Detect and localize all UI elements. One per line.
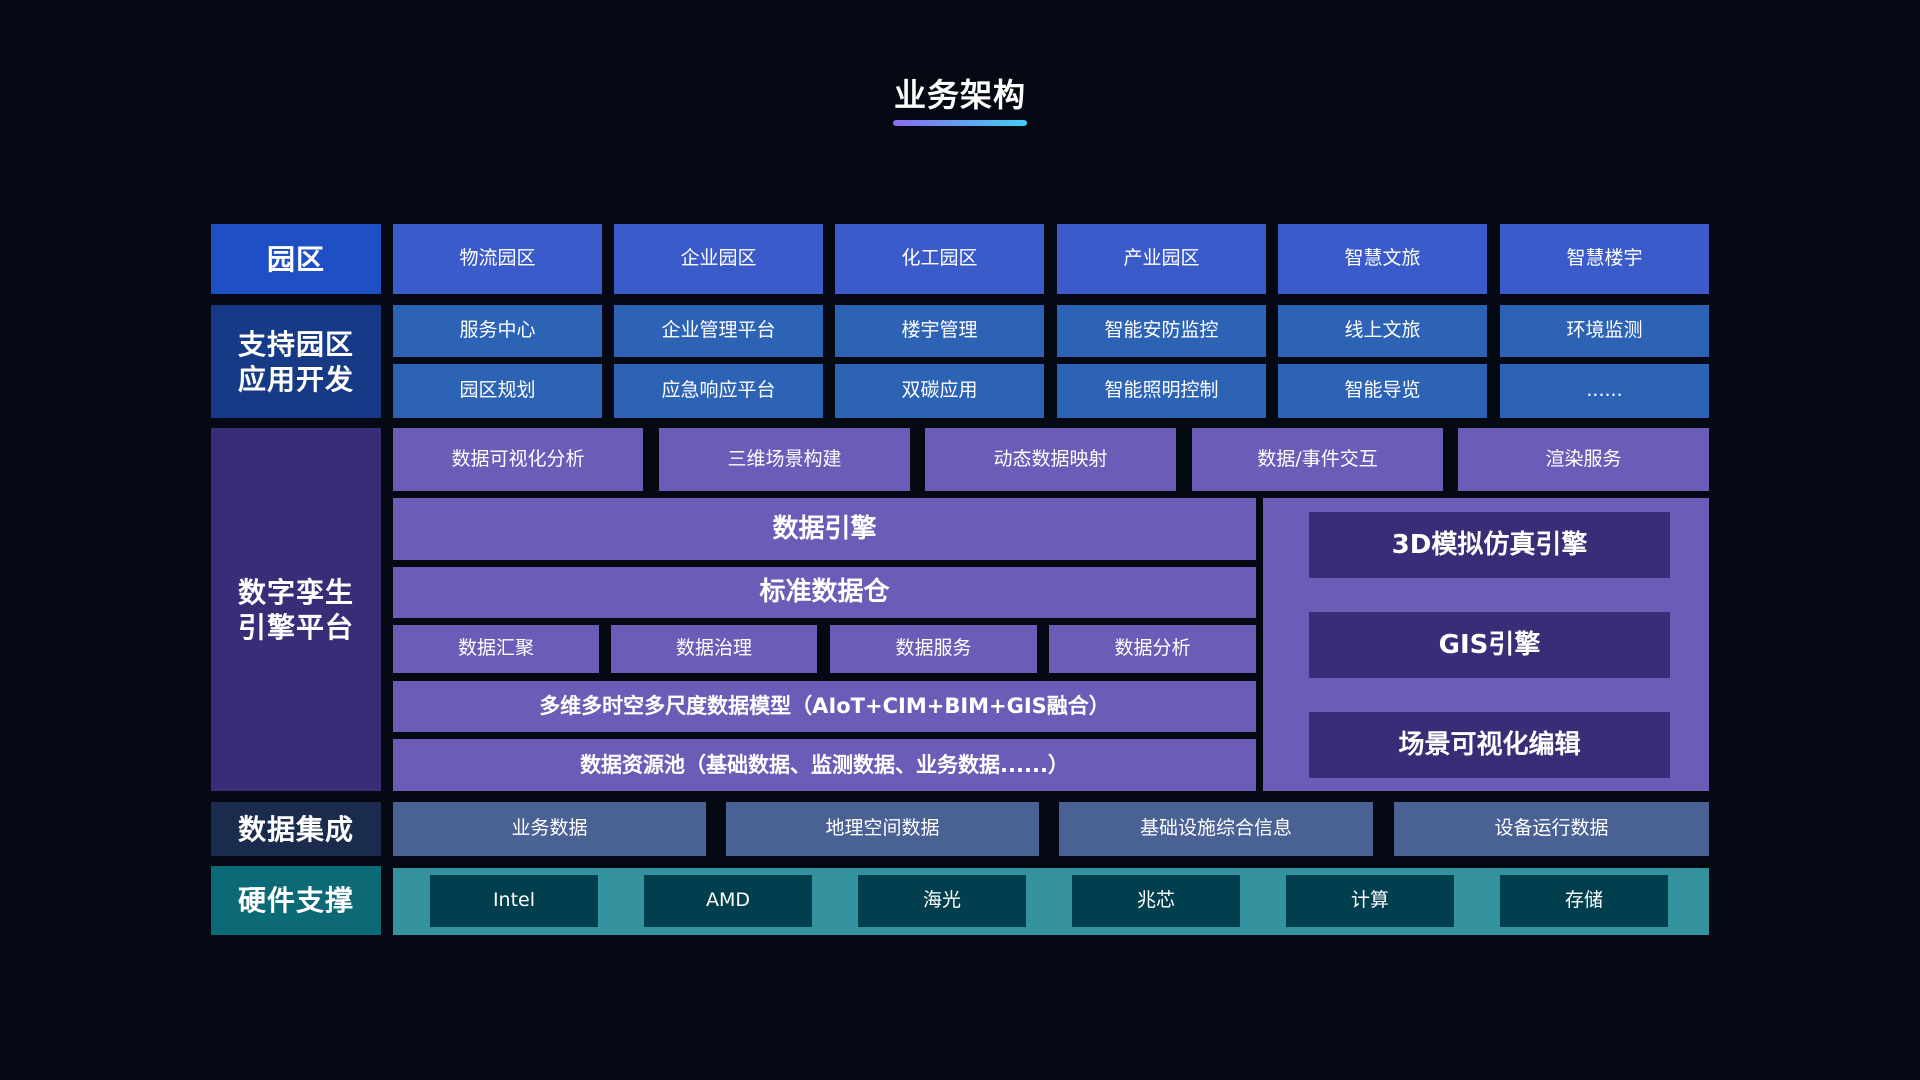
integration-item: 设备运行数据 [1394, 802, 1709, 856]
twin-layer-label: 数字孪生 引擎平台 [211, 428, 381, 791]
hardware-item: 海光 [858, 875, 1026, 927]
twin-service: 渲染服务 [1458, 428, 1709, 491]
twin-label-line2: 引擎平台 [237, 610, 354, 644]
twin-service: 数据/事件交互 [1192, 428, 1443, 491]
twin-service: 数据可视化分析 [393, 428, 643, 491]
park-item-smart-building: 智慧楼宇 [1500, 224, 1709, 294]
twin-service: 三维场景构建 [659, 428, 910, 491]
hardware-item: 兆芯 [1072, 875, 1240, 927]
support-item: 园区规划 [393, 364, 602, 418]
support-item: 环境监测 [1500, 305, 1709, 357]
support-item: 应急响应平台 [614, 364, 823, 418]
integration-item: 基础设施综合信息 [1059, 802, 1373, 856]
integration-item: 地理空间数据 [726, 802, 1039, 856]
support-item: 智能导览 [1278, 364, 1487, 418]
support-item: 双碳应用 [835, 364, 1044, 418]
multi-dimension-data-model: 多维多时空多尺度数据模型（AIoT+CIM+BIM+GIS融合） [393, 681, 1256, 732]
park-layer-label: 园区 [211, 224, 381, 294]
page-title: 业务架构 [893, 76, 1026, 114]
support-item: 楼宇管理 [835, 305, 1044, 357]
data-op: 数据汇聚 [393, 625, 599, 673]
hardware-item: 计算 [1286, 875, 1454, 927]
hardware-bar [393, 868, 1709, 935]
support-item: 服务中心 [393, 305, 602, 357]
gis-engine: GIS引擎 [1309, 612, 1670, 678]
data-op: 数据治理 [611, 625, 817, 673]
support-item: 智能安防监控 [1057, 305, 1266, 357]
integration-item: 业务数据 [393, 802, 706, 856]
hardware-layer-label: 硬件支撑 [211, 866, 381, 935]
park-item-enterprise: 企业园区 [614, 224, 823, 294]
data-resource-pool: 数据资源池（基础数据、监测数据、业务数据......） [393, 739, 1256, 791]
twin-label-line1: 数字孪生 [237, 575, 354, 609]
support-label-line1: 支持园区 [237, 327, 354, 361]
hardware-item: Intel [430, 875, 598, 927]
data-op: 数据服务 [830, 625, 1037, 673]
data-engine: 数据引擎 [393, 498, 1256, 560]
standard-data-warehouse: 标准数据仓 [393, 567, 1256, 618]
support-layer-label: 支持园区 应用开发 [211, 305, 381, 418]
support-item: 智能照明控制 [1057, 364, 1266, 418]
park-item-logistics: 物流园区 [393, 224, 602, 294]
park-item-smart-tourism: 智慧文旅 [1278, 224, 1487, 294]
scene-visual-editor: 场景可视化编辑 [1309, 712, 1670, 778]
hardware-item: AMD [644, 875, 812, 927]
park-item-chemical: 化工园区 [835, 224, 1044, 294]
support-item: 企业管理平台 [614, 305, 823, 357]
park-item-industrial: 产业园区 [1057, 224, 1266, 294]
support-item: 线上文旅 [1278, 305, 1487, 357]
support-label-line2: 应用开发 [237, 362, 354, 396]
data-op: 数据分析 [1049, 625, 1256, 673]
title-underline [893, 120, 1027, 126]
support-item-more: ...... [1500, 364, 1709, 418]
integration-layer-label: 数据集成 [211, 802, 381, 856]
3d-simulation-engine: 3D模拟仿真引擎 [1309, 512, 1670, 578]
hardware-item: 存储 [1500, 875, 1668, 927]
twin-service: 动态数据映射 [925, 428, 1176, 491]
